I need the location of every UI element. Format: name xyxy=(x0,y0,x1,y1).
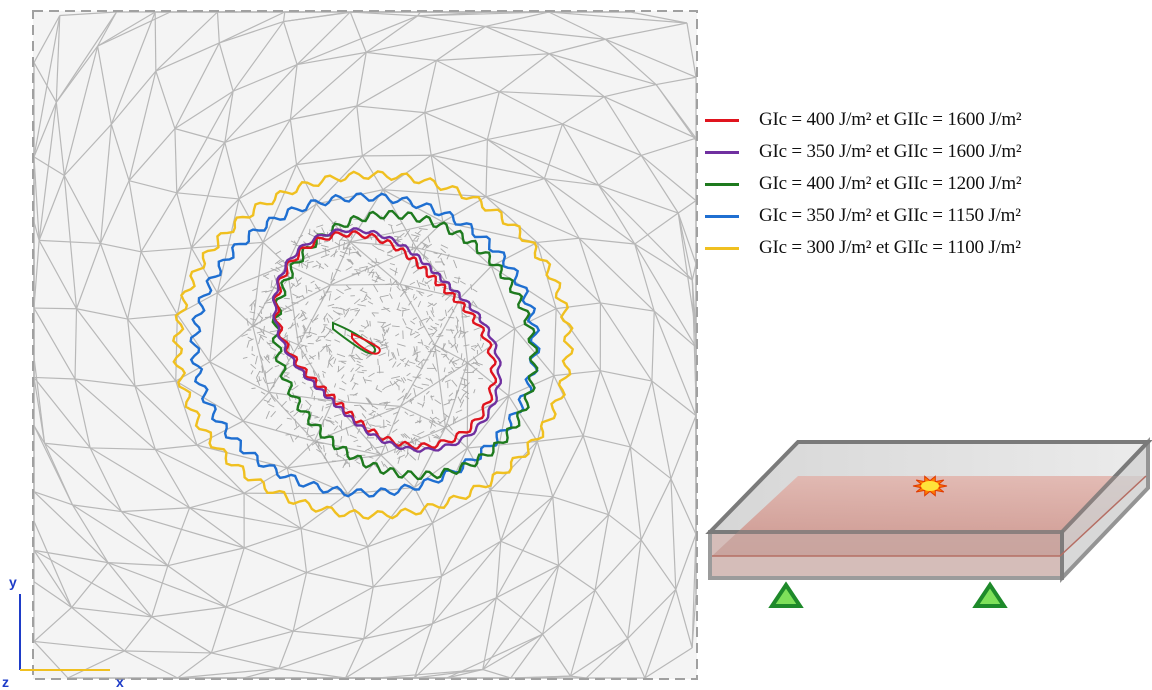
legend-swatch xyxy=(705,246,739,250)
left-support-icon xyxy=(768,581,804,608)
legend-swatch xyxy=(705,182,739,186)
z-axis-label: z xyxy=(2,674,9,690)
legend-item: GIc = 400 J/m² et GIIc = 1600 J/m² xyxy=(705,104,1150,136)
legend-item: GIc = 350 J/m² et GIIc = 1600 J/m² xyxy=(705,136,1150,168)
legend-item: GIc = 300 J/m² et GIIc = 1100 J/m² xyxy=(705,232,1150,264)
plate-svg xyxy=(705,437,1152,608)
legend-label: GIc = 350 J/m² et GIIc = 1600 J/m² xyxy=(759,141,1022,162)
mesh-border xyxy=(32,10,698,680)
impact-core xyxy=(921,481,939,491)
legend-swatch xyxy=(705,118,739,122)
legend-swatch xyxy=(705,214,739,218)
x-axis-label: x xyxy=(116,674,124,690)
y-axis-label: y xyxy=(9,574,17,590)
legend-label: GIc = 350 J/m² et GIIc = 1150 J/m² xyxy=(759,205,1021,226)
legend-swatch xyxy=(705,150,739,154)
mesh-svg xyxy=(19,10,698,680)
plate-side-face xyxy=(1060,437,1150,583)
right-support-icon xyxy=(972,581,1008,608)
legend-label: GIc = 400 J/m² et GIIc = 1600 J/m² xyxy=(759,109,1022,130)
legend-label: GIc = 400 J/m² et GIIc = 1200 J/m² xyxy=(759,173,1022,194)
legend-label: GIc = 300 J/m² et GIIc = 1100 J/m² xyxy=(759,237,1021,258)
plate-illustration xyxy=(700,430,1152,630)
mesh-panel: y x z xyxy=(2,10,698,690)
delamination-contours xyxy=(171,170,575,520)
plate-front-face xyxy=(708,530,1064,580)
legend: GIc = 400 J/m² et GIIc = 1600 J/m² GIc =… xyxy=(705,104,1150,264)
legend-item: GIc = 400 J/m² et GIIc = 1200 J/m² xyxy=(705,168,1150,200)
legend-item: GIc = 350 J/m² et GIIc = 1150 J/m² xyxy=(705,200,1150,232)
